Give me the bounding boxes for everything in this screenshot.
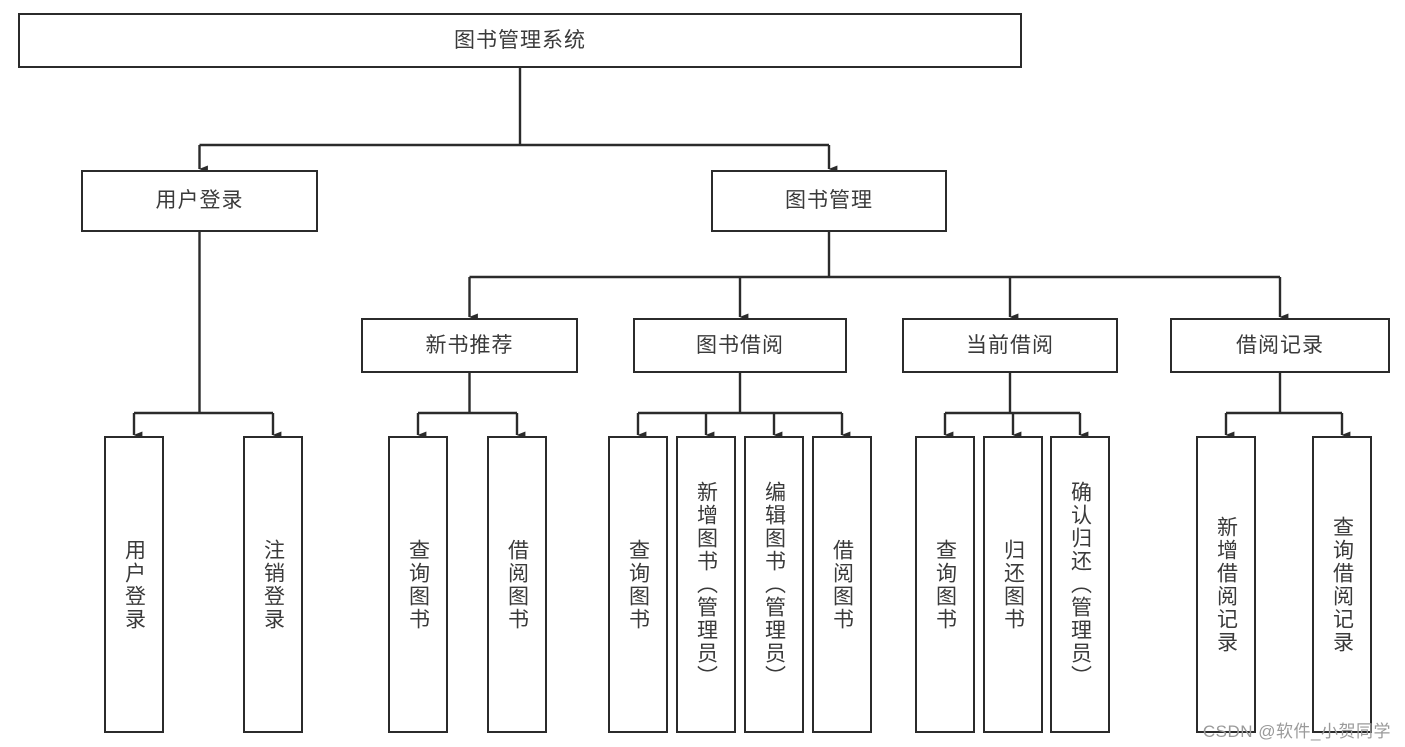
watermark: CSDN @软件_小贺同学 <box>1202 722 1391 741</box>
leaf-confirm-return-admin-label: 确认归还（管理员） <box>1068 481 1092 688</box>
leaf-query-books-borrow[interactable]: 查询图书 <box>608 436 668 733</box>
leaf-return-book[interactable]: 归还图书 <box>983 436 1043 733</box>
leaf-query-borrow-record[interactable]: 查询借阅记录 <box>1312 436 1372 733</box>
node-root-label: 图书管理系统 <box>454 28 586 52</box>
node-book-borrow[interactable]: 图书借阅 <box>633 318 847 373</box>
leaf-borrow-books-recommend[interactable]: 借阅图书 <box>487 436 547 733</box>
node-new-book-recommend[interactable]: 新书推荐 <box>361 318 578 373</box>
leaf-confirm-return-admin[interactable]: 确认归还（管理员） <box>1050 436 1110 733</box>
leaf-borrow-book[interactable]: 借阅图书 <box>812 436 872 733</box>
leaf-return-book-label: 归还图书 <box>1001 538 1025 631</box>
leaf-add-borrow-record-label: 新增借阅记录 <box>1214 515 1238 654</box>
leaf-query-books-recommend-label: 查询图书 <box>406 538 430 631</box>
leaf-add-book-admin-label: 新增图书（管理员） <box>694 481 718 688</box>
leaf-query-books-borrow-label: 查询图书 <box>626 538 650 631</box>
node-user-login[interactable]: 用户登录 <box>81 170 318 232</box>
node-current-borrow-label: 当前借阅 <box>966 333 1054 357</box>
leaf-query-books-current[interactable]: 查询图书 <box>915 436 975 733</box>
node-new-book-recommend-label: 新书推荐 <box>425 333 514 357</box>
node-root[interactable]: 图书管理系统 <box>18 13 1022 68</box>
leaf-logout[interactable]: 注销登录 <box>243 436 303 733</box>
leaf-logout-label: 注销登录 <box>261 538 285 631</box>
leaf-query-books-recommend[interactable]: 查询图书 <box>388 436 448 733</box>
node-user-login-label: 用户登录 <box>155 189 244 213</box>
leaf-borrow-books-recommend-label: 借阅图书 <box>505 538 529 631</box>
leaf-borrow-book-label: 借阅图书 <box>830 538 854 631</box>
leaf-add-book-admin[interactable]: 新增图书（管理员） <box>676 436 736 733</box>
node-book-management[interactable]: 图书管理 <box>711 170 947 232</box>
node-borrow-record[interactable]: 借阅记录 <box>1170 318 1390 373</box>
leaf-user-login-label: 用户登录 <box>122 538 146 631</box>
leaf-add-borrow-record[interactable]: 新增借阅记录 <box>1196 436 1256 733</box>
node-book-management-label: 图书管理 <box>785 189 873 213</box>
leaf-edit-book-admin-label: 编辑图书（管理员） <box>762 481 786 688</box>
node-book-borrow-label: 图书借阅 <box>696 333 784 357</box>
leaf-edit-book-admin[interactable]: 编辑图书（管理员） <box>744 436 804 733</box>
edge-group <box>132 68 1351 439</box>
leaf-user-login[interactable]: 用户登录 <box>104 436 164 733</box>
leaf-query-borrow-record-label: 查询借阅记录 <box>1330 515 1354 654</box>
node-borrow-record-label: 借阅记录 <box>1236 333 1324 357</box>
leaf-query-books-current-label: 查询图书 <box>933 538 957 631</box>
node-current-borrow[interactable]: 当前借阅 <box>902 318 1118 373</box>
